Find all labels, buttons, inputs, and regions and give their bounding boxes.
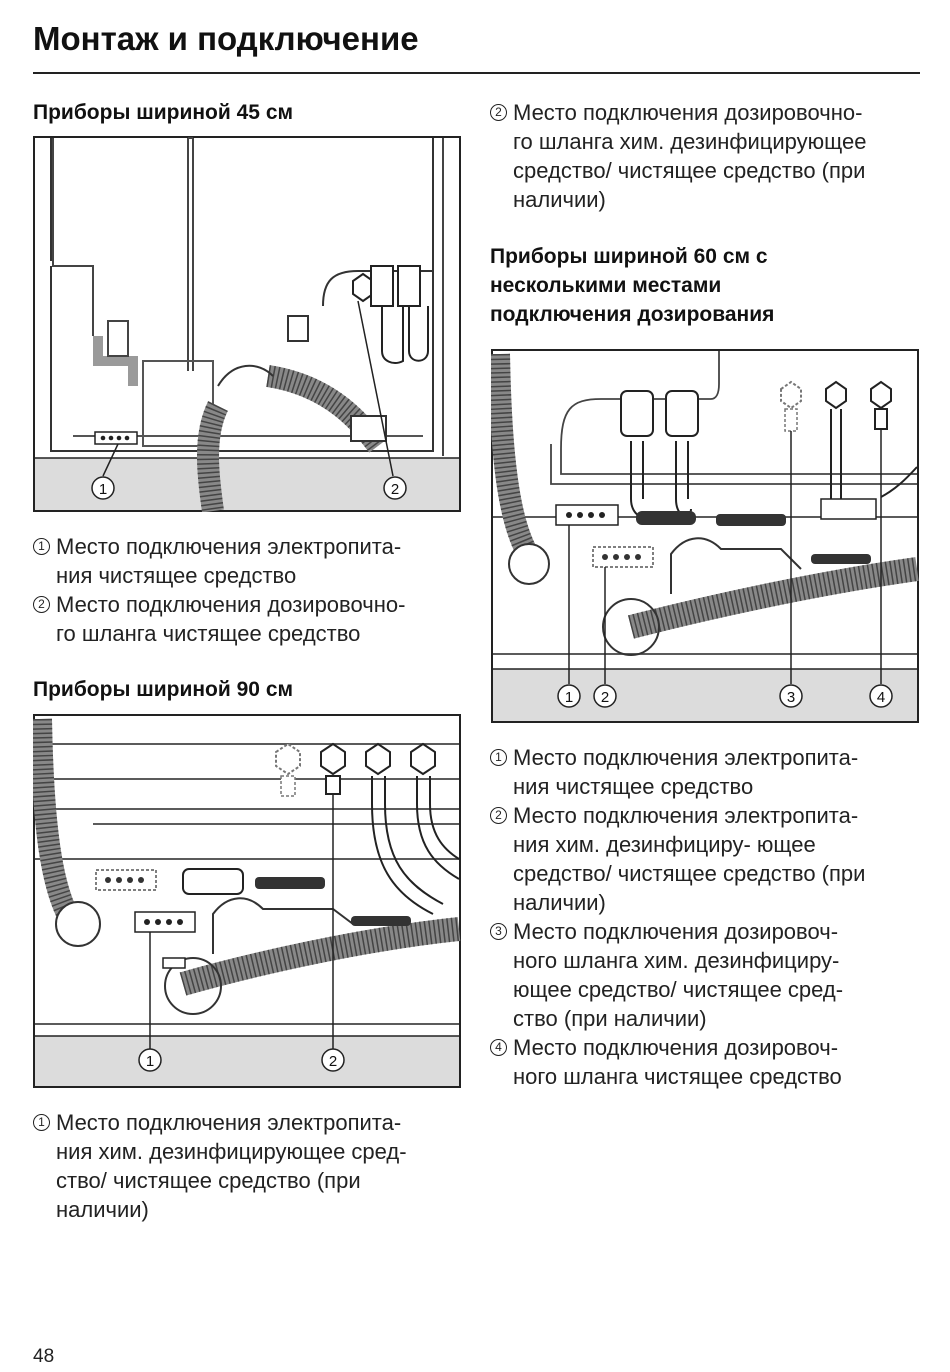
caption-line: средство/ чистящее средство (при [513,158,866,183]
section-heading-90cm: Приборы шириной 90 см [33,678,294,701]
figure-60cm-callout-3: 3 [787,689,795,706]
caption-line: ство (при наличии) [513,1006,707,1031]
caption-line: Место подключения электропита- [513,803,859,828]
caption-line: ния чистящее средство [513,774,754,799]
callout-number: 1 [490,749,507,766]
figure-45cm-callout-2: 2 [391,481,399,498]
caption-line: ния хим. дезинфицирующее сред- [56,1139,407,1164]
caption-line: наличии) [513,187,606,212]
caption-line: наличии) [56,1197,149,1222]
section-heading-60cm: Приборы шириной 60 см с несколькими мест… [490,242,774,329]
figure-60cm: 1 2 3 4 [491,349,919,723]
caption-item: 2 Место подключения дозировочно- го шлан… [490,98,867,214]
caption-line: ного шланга хим. дезинфициру- [513,948,840,973]
caption-line: го шланга хим. дезинфицирующее [513,129,867,154]
caption-item: 2 Место подключения электропита- ния хим… [490,801,865,917]
figure-45cm: 1 2 [33,136,461,512]
callout-number: 3 [490,923,507,940]
caption-line: Место подключения электропита- [513,745,859,770]
caption-item: 1 Место подключения электропита- ния чис… [33,532,405,590]
figure-90cm: 1 2 [33,714,461,1088]
figure-60cm-callout-1: 1 [565,689,573,706]
caption-line: Место подключения дозировоч- [513,1035,839,1060]
callout-number: 2 [33,596,50,613]
caption-line: Место подключения дозировочно- [513,100,863,125]
callout-number: 2 [490,807,507,824]
caption-line: ство/ чистящее средство (при [56,1168,361,1193]
heading-line: подключения дозирования [490,303,775,326]
caption-line: Место подключения дозировоч- [513,919,839,944]
caption-line: средство/ чистящее средство (при [513,861,866,886]
heading-line: Приборы шириной 60 см с [490,245,768,268]
caption-item: 1 Место подключения электропита- ния чис… [490,743,865,801]
callout-number: 2 [490,104,507,121]
caption-line: Место подключения электропита- [56,1110,402,1135]
caption-line: го шланга чистящее средство [56,621,361,646]
figure-60cm-callout-2: 2 [601,689,609,706]
callout-number: 1 [33,538,50,555]
caption-item: 2 Место подключения дозировочно- го шлан… [33,590,405,648]
caption-60cm: 1 Место подключения электропита- ния чис… [490,743,865,1091]
caption-line: ющее средство/ чистящее сред- [513,977,844,1002]
caption-line: наличии) [513,890,606,915]
caption-line: Место подключения дозировочно- [56,592,406,617]
heading-line: несколькими местами [490,274,722,297]
callout-number: 4 [490,1039,507,1056]
caption-line: Место подключения электропита- [56,534,402,559]
caption-line: ния чистящее средство [56,563,297,588]
caption-line: ного шланга чистящее средство [513,1064,842,1089]
figure-90cm-callout-2: 2 [329,1053,337,1070]
figure-90cm-callout-1: 1 [146,1053,154,1070]
figure-45cm-callout-1: 1 [99,481,107,498]
page-title: Монтаж и подключение [33,20,419,57]
caption-45cm: 1 Место подключения электропита- ния чис… [33,532,405,648]
caption-item: 4 Место подключения дозировоч- ного шлан… [490,1033,865,1091]
callout-number: 1 [33,1114,50,1131]
figure-60cm-callout-4: 4 [877,689,885,706]
caption-item: 1 Место подключения электропита- ния хим… [33,1108,407,1224]
caption-45cm-continued: 2 Место подключения дозировочно- го шлан… [490,98,867,214]
caption-line: ния хим. дезинфициру- ющее [513,832,816,857]
page-number: 48 [33,1346,55,1367]
caption-90cm: 1 Место подключения электропита- ния хим… [33,1108,407,1224]
title-rule [33,72,920,74]
section-heading-45cm: Приборы шириной 45 см [33,101,294,124]
caption-item: 3 Место подключения дозировоч- ного шлан… [490,917,865,1033]
